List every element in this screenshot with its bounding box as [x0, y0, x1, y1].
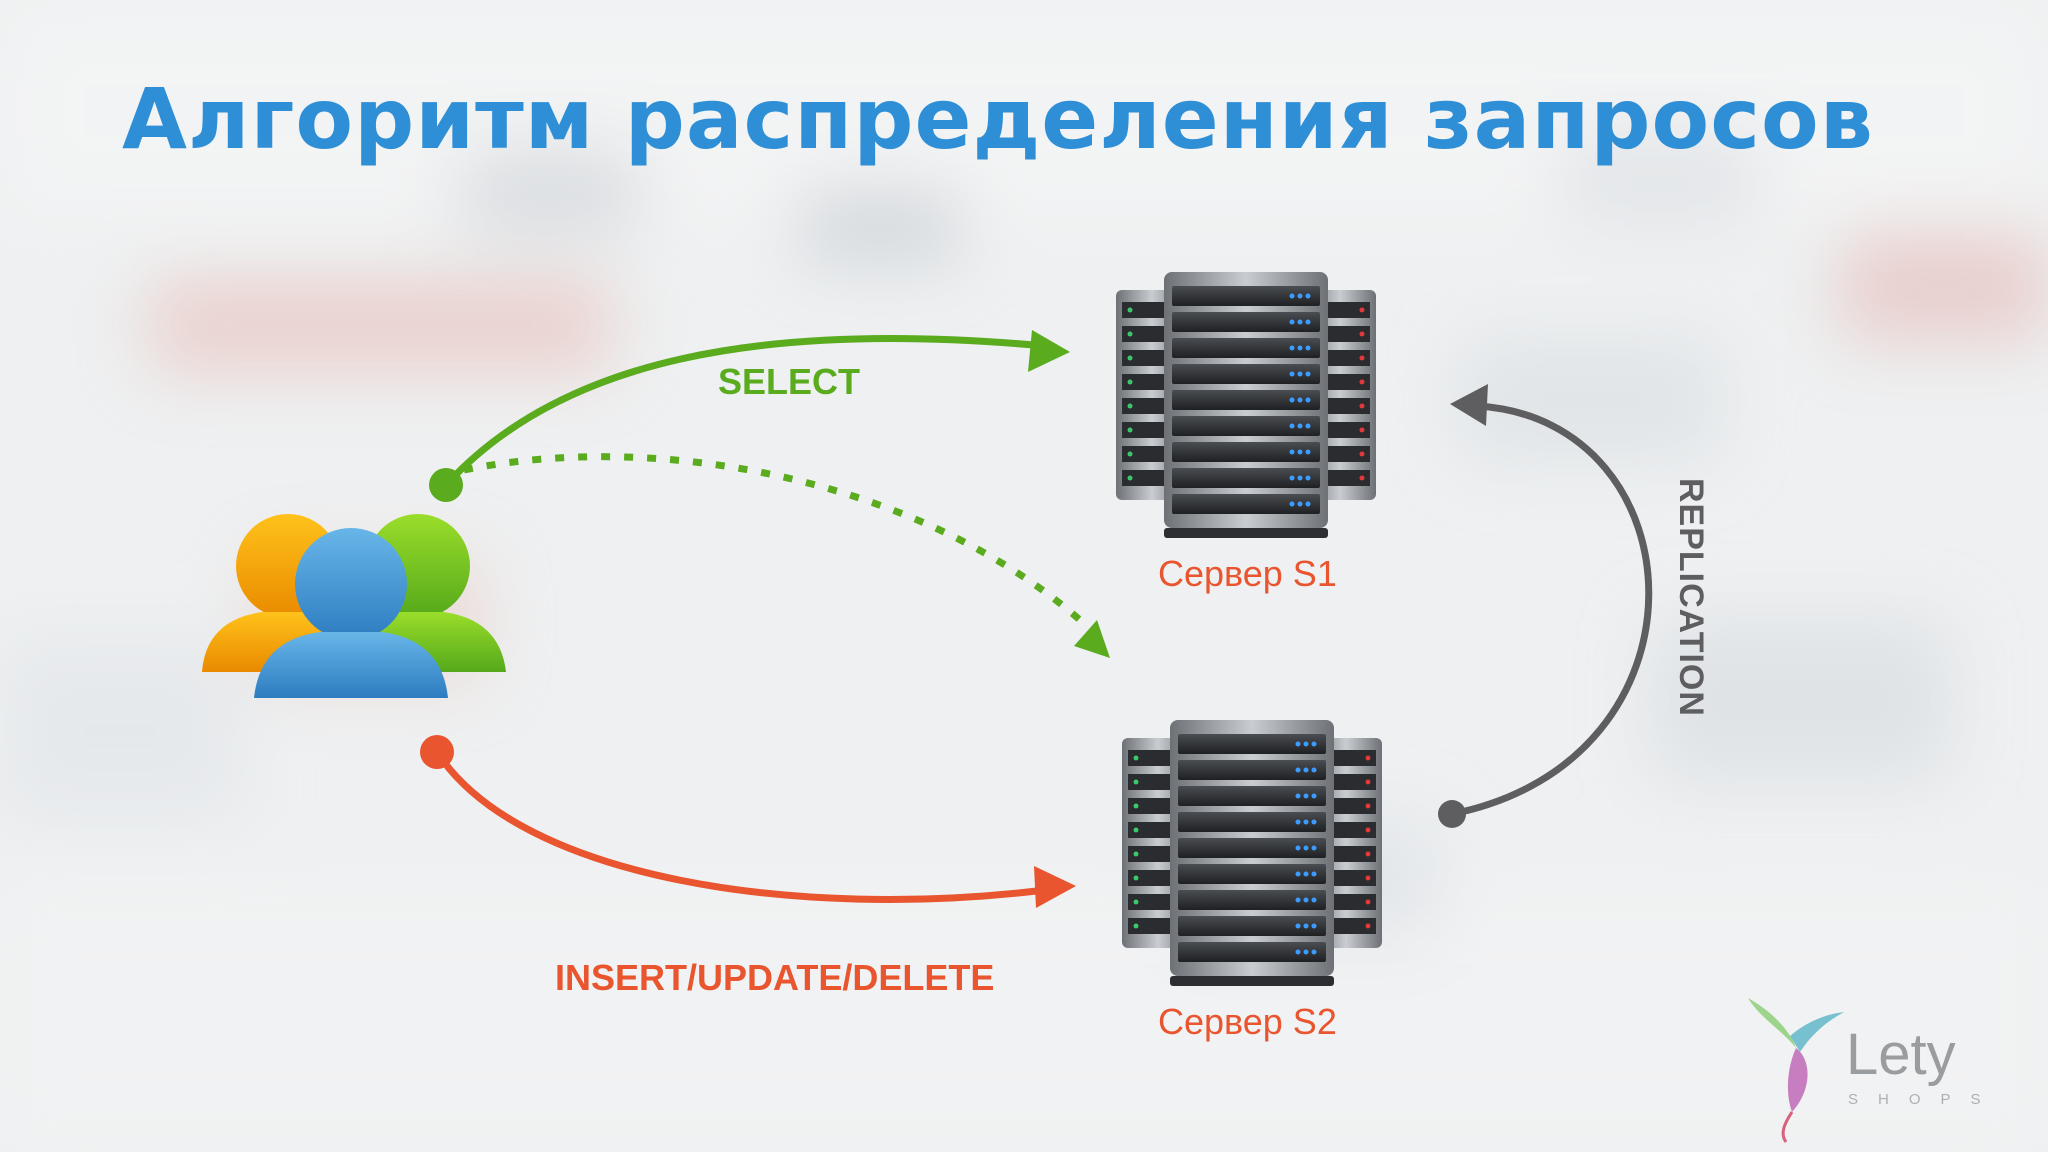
- server-s2-label: Сервер S2: [1158, 1001, 1337, 1042]
- hummingbird-icon: [1748, 998, 1844, 1142]
- write-arrow: [420, 735, 1076, 908]
- users-group-icon: [202, 514, 506, 698]
- logo-brand: Lety: [1846, 1022, 1956, 1087]
- server-s1-label: Сервер S1: [1158, 553, 1337, 594]
- logo-sub: SHOPS: [1848, 1091, 2001, 1108]
- replication-arrow: [1438, 384, 1649, 828]
- write-label: INSERT/UPDATE/DELETE: [555, 957, 994, 998]
- select-arrow: [429, 330, 1070, 502]
- server-s1-icon: [1116, 272, 1376, 538]
- replication-label: REPLICATION: [1672, 478, 1710, 717]
- lety-shops-logo: Lety SHOPS: [1748, 998, 2001, 1142]
- select-dotted-arrow: [464, 457, 1110, 658]
- server-s2-icon: [1122, 720, 1382, 986]
- select-label: SELECT: [718, 361, 860, 402]
